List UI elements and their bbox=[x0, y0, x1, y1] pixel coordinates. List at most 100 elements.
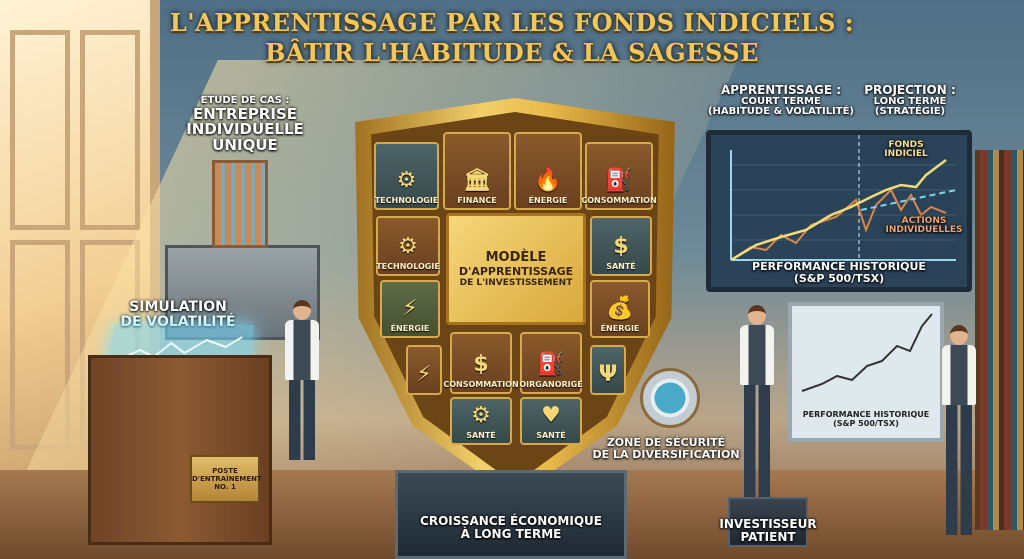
heading-line: COURT TERME bbox=[741, 95, 821, 107]
simulation-line: SIMULATION bbox=[129, 299, 227, 315]
sector-label: ÉNERGIE bbox=[390, 324, 430, 333]
pedestal-line: À LONG TERME bbox=[460, 526, 562, 541]
safety-zone-line: ZONE DE SÉCURITÉ bbox=[606, 436, 726, 449]
safety-zone-label: ZONE DE SÉCURITÉ DE LA DIVERSIFICATION bbox=[592, 437, 740, 460]
trident-icon: Ψ bbox=[598, 362, 618, 387]
label-line: FONDS bbox=[888, 140, 924, 150]
individual-stocks-line bbox=[730, 188, 947, 261]
whiteboard: PERFORMANCE HISTORIQUE (S&P 500/TSX) bbox=[788, 302, 944, 442]
caption-line: (S&P 500/TSX) bbox=[833, 419, 899, 428]
projection-heading: PROJECTION : LONG TERME (STRATÉGIE) bbox=[860, 84, 960, 118]
center-line: MODÈLE bbox=[485, 250, 547, 265]
title-line-1: L'APPRENTISSAGE PAR LES FONDS INDICIELS … bbox=[169, 8, 855, 37]
sector-label: SANTÉ bbox=[606, 262, 636, 271]
index-fund-line bbox=[730, 159, 947, 262]
heading-line: (HABITUDE & VOLATILITÉ) bbox=[707, 106, 855, 118]
sector-label: ÉNERGIE bbox=[600, 324, 640, 333]
sector-tile: ⚙ SANTÉ bbox=[450, 397, 512, 445]
label-line: INDIVIDUELLES bbox=[885, 225, 963, 236]
dollar-cycle-icon: $ bbox=[473, 352, 489, 377]
sector-tile: $ CONSOMMATION bbox=[443, 332, 519, 394]
case-study-heading: ETUDE DE CAS : bbox=[200, 95, 290, 106]
performance-board: FONDS INDICIEL ACTIONS INDIVIDUELLES PER… bbox=[706, 130, 972, 292]
title-line-2: BÂTIR L'HABITUDE & LA SAGESSE bbox=[265, 38, 759, 67]
gears-icon: ⚙ bbox=[396, 168, 417, 193]
dollar-icon: $ bbox=[613, 234, 629, 259]
sector-label: TECHNOLOGIE bbox=[376, 262, 440, 271]
patient-investor-label: INVESTISSEUR PATIENT bbox=[715, 518, 821, 543]
center-line: D'APPRENTISSAGE bbox=[458, 265, 574, 278]
heart-pulse-icon: ♥ bbox=[541, 403, 561, 428]
sector-label: CONSOMMATION bbox=[443, 380, 519, 389]
building-model-icon bbox=[212, 160, 268, 248]
training-console bbox=[88, 355, 272, 545]
learning-heading: APPRENTISSAGE : COURT TERME (HABITUDE & … bbox=[706, 84, 856, 118]
case-study-line: INDIVIDUELLE bbox=[186, 120, 304, 139]
case-study-line: ENTREPRISE bbox=[192, 104, 297, 123]
investor-line: INVESTISSEUR bbox=[719, 517, 817, 531]
person-observer bbox=[942, 325, 976, 535]
sector-label: FINANCE bbox=[457, 196, 497, 205]
rising-chart-icon bbox=[801, 313, 933, 392]
sector-label: CONSOMMATION bbox=[581, 196, 657, 205]
oil-pump-icon: ⛽ bbox=[605, 168, 633, 193]
money-bag-icon: 💰 bbox=[606, 296, 634, 321]
sector-tile: 🔥 ÉNERGIE bbox=[514, 132, 582, 210]
label-line: INDICIEL bbox=[884, 149, 928, 160]
plaque-line: NO. 1 bbox=[214, 483, 236, 492]
center-line: DE L'INVESTISSEMENT bbox=[459, 278, 573, 288]
board-caption: PERFORMANCE HISTORIQUE (S&P 500/TSX) bbox=[711, 261, 967, 284]
sector-label: ÉNERGIE bbox=[528, 196, 568, 205]
sector-tile: ⛽ OIRGANORIGE bbox=[519, 332, 583, 394]
bookshelf bbox=[975, 150, 1024, 530]
case-study-label: ETUDE DE CAS : ENTREPRISE INDIVIDUELLE U… bbox=[185, 95, 305, 154]
shield-center-panel: MODÈLE D'APPRENTISSAGE DE L'INVESTISSEME… bbox=[446, 213, 586, 325]
volatility-line-icon bbox=[117, 336, 243, 361]
plaque-line: POSTE bbox=[212, 466, 238, 475]
sector-tile: ⛽ CONSOMMATION bbox=[581, 142, 657, 210]
whiteboard-caption: PERFORMANCE HISTORIQUE (S&P 500/TSX) bbox=[792, 410, 940, 428]
case-study-line: UNIQUE bbox=[212, 136, 278, 154]
sector-label: SANTÉ bbox=[536, 431, 566, 440]
projection-line bbox=[860, 189, 957, 211]
page-title: L'APPRENTISSAGE PAR LES FONDS INDICIELS … bbox=[0, 8, 1024, 68]
flame-icon: 🔥 bbox=[534, 168, 562, 193]
index-fund-label: FONDS INDICIEL bbox=[876, 140, 936, 160]
sector-label: SANTÉ bbox=[466, 431, 496, 440]
sector-tile: $ SANTÉ bbox=[590, 216, 652, 276]
training-station-plaque: POSTE D'ENTRAÎNEMENT NO. 1 bbox=[190, 455, 262, 503]
heading-line: (STRATÉGIE) bbox=[874, 106, 946, 118]
person-trainee bbox=[285, 300, 319, 460]
sector-label: TECHNOLOGIE bbox=[374, 196, 439, 205]
sector-tile: Ψ bbox=[590, 345, 626, 395]
heading-line: APPRENTISSAGE : bbox=[720, 83, 842, 97]
heading-line: LONG TERME bbox=[873, 95, 947, 107]
gear-icon: ⚙ bbox=[471, 403, 491, 428]
caption-line: (S&P 500/TSX) bbox=[793, 271, 885, 285]
economic-growth-label: CROISSANCE ÉCONOMIQUE À LONG TERME bbox=[395, 515, 627, 540]
plaque-line: D'ENTRAÎNEMENT bbox=[192, 474, 262, 483]
performance-chart-graphic bbox=[730, 135, 957, 262]
sector-tile: ♥ SANTÉ bbox=[520, 397, 582, 445]
safety-zone-line: DE LA DIVERSIFICATION bbox=[592, 447, 740, 461]
sector-tile: ⚙ TECHNOLOGIE bbox=[376, 216, 440, 276]
sector-tile: 🏛 FINANCE bbox=[443, 132, 511, 210]
pedestal bbox=[395, 470, 627, 559]
bank-icon: 🏛 bbox=[463, 168, 491, 193]
individual-stocks-label: ACTIONS INDIVIDUELLES bbox=[879, 216, 969, 236]
caption-line: PERFORMANCE HISTORIQUE bbox=[752, 260, 926, 273]
label-line: ACTIONS bbox=[901, 216, 947, 226]
pedestal-line: CROISSANCE ÉCONOMIQUE bbox=[420, 514, 602, 528]
sector-tile: 💰 ÉNERGIE bbox=[590, 280, 650, 338]
sector-tile: ⚡ÉNERGIE bbox=[380, 280, 440, 338]
investor-stand bbox=[728, 497, 808, 547]
lightning-icon: ⚡ bbox=[416, 362, 432, 387]
gear-icon: ⚙ bbox=[398, 234, 418, 259]
caption-line: PERFORMANCE HISTORIQUE bbox=[802, 410, 930, 419]
heading-line: PROJECTION : bbox=[864, 83, 956, 97]
hologram-screen bbox=[105, 325, 255, 375]
oil-pump-icon: ⛽ bbox=[537, 352, 565, 377]
sector-label: OIRGANORIGE bbox=[519, 380, 583, 389]
life-buoy-icon bbox=[640, 368, 700, 428]
sector-tile: ⚡ bbox=[406, 345, 442, 395]
